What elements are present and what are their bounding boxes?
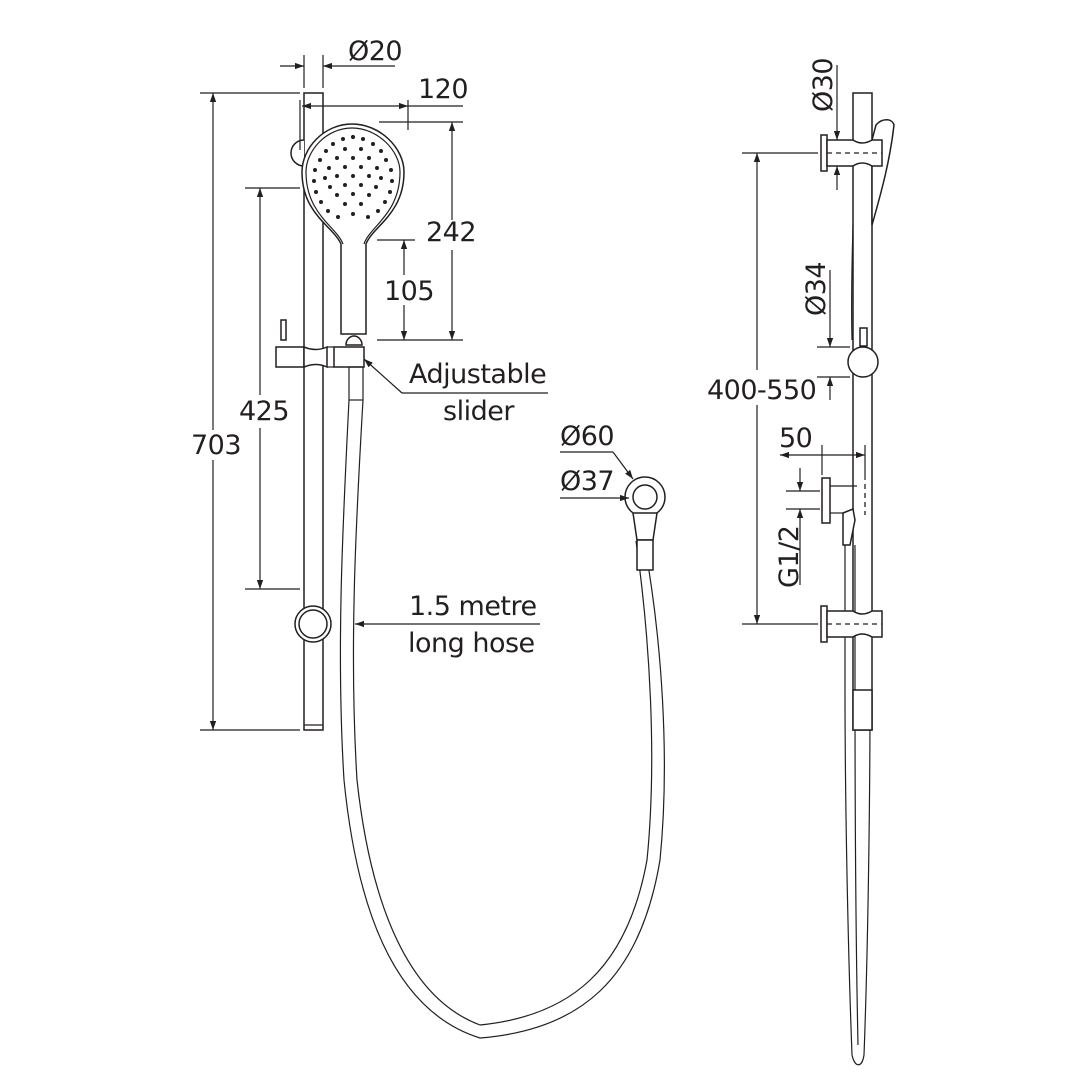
side-dimension-lines	[742, 65, 866, 625]
adjustable-slider	[275, 319, 365, 369]
outlet-projection-label: 50	[779, 423, 813, 454]
spray-nozzles	[312, 134, 394, 219]
hose-callout-line2: long hose	[408, 628, 535, 659]
side-head-profile	[871, 119, 895, 226]
outlet-inner-diameter-label: Ø37	[560, 466, 615, 497]
thread-size-label: G1/2	[774, 525, 805, 588]
slider-callout-line2: slider	[443, 396, 514, 427]
shower-hose	[339, 366, 665, 1039]
bracket-diameter-label: Ø30	[808, 57, 839, 112]
side-top-bracket	[820, 134, 883, 172]
overall-height-label: 703	[191, 430, 242, 461]
slider-diameter-label: Ø34	[801, 261, 832, 316]
side-slider	[847, 327, 879, 378]
front-dimension-lines	[200, 55, 634, 731]
hand-shower-head	[301, 123, 405, 335]
outlet-outer-diameter-label: Ø60	[560, 421, 615, 452]
side-bottom-bracket	[820, 605, 883, 643]
head-length-label: 242	[426, 217, 477, 248]
rail	[303, 92, 324, 731]
handle-length-label: 105	[384, 276, 435, 307]
rail-diameter-label: Ø20	[348, 36, 403, 67]
side-wall-outlet	[821, 477, 866, 546]
wall-outlet	[624, 476, 666, 571]
top-bracket	[290, 139, 305, 167]
adjustable-range-label: 400-550	[707, 375, 817, 406]
side-view	[742, 65, 895, 1066]
slider-callout-line1: Adjustable	[409, 359, 547, 390]
bracket-spacing-label: 425	[239, 396, 290, 427]
bottom-bracket	[294, 605, 332, 643]
hose-callout-line1: 1.5 metre	[409, 591, 537, 622]
front-view	[200, 55, 666, 1039]
head-width-label: 120	[418, 74, 469, 105]
